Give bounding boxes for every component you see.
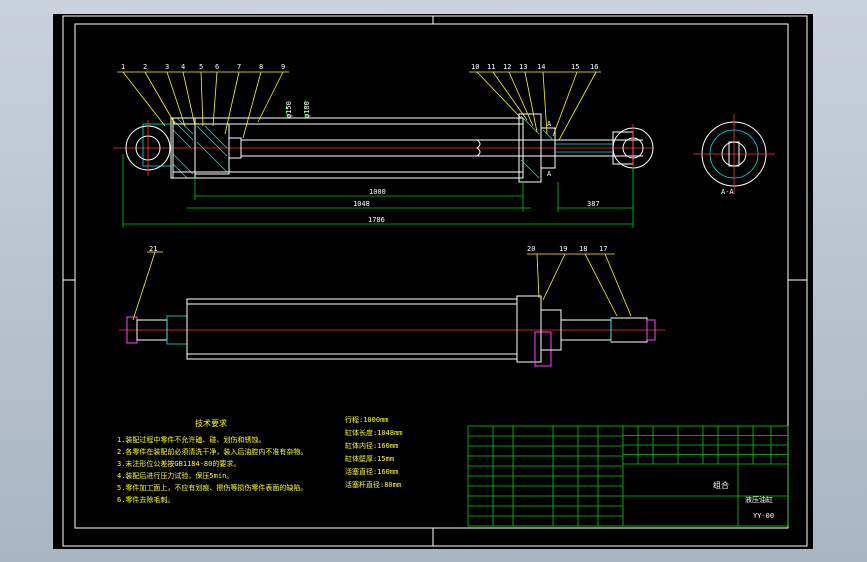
dim-dia-150: φ150 [285, 101, 293, 118]
callout-11: 11 [487, 63, 495, 71]
dim-1786: 1786 [368, 216, 385, 224]
outer-border [62, 15, 808, 547]
section-label: A-A [721, 188, 734, 196]
callout-12: 12 [503, 63, 511, 71]
callout-6: 6 [215, 63, 219, 71]
tech-line: 3.未注形位公差按GB1184-80的要求。 [117, 459, 240, 468]
callout-10: 10 [471, 63, 479, 71]
tech-title: 技术要求 [195, 418, 227, 428]
callout-7: 7 [237, 63, 241, 71]
callout-18: 18 [579, 245, 587, 253]
assembly-label: 组合 [713, 480, 729, 490]
bottom-view: 21 20 19 18 17 [119, 245, 665, 367]
drawing-code: YY-00 [753, 512, 774, 520]
dim-dia-180: φ180 [303, 101, 311, 118]
top-view: A A [113, 113, 654, 183]
param-line: 行程:1000mm [345, 415, 389, 424]
dim-1000: 1000 [369, 188, 386, 196]
callout-1: 1 [121, 63, 125, 71]
top-dimensions: 1000 1048 1786 387 φ150 φ180 [122, 100, 634, 228]
callout-3: 3 [165, 63, 169, 71]
callout-2: 2 [143, 63, 147, 71]
param-line: 活塞杆直径:80mm [345, 480, 401, 489]
title-block: 组合 液压油缸 YY-00 [467, 425, 789, 527]
tech-line: 6.零件去除毛刺。 [117, 495, 174, 504]
tech-line: 1.装配过程中零件不允许磕、碰、划伤和锈蚀。 [117, 435, 265, 444]
callout-21: 21 [149, 245, 157, 253]
callout-17: 17 [599, 245, 607, 253]
param-line: 缸体壁厚:15mm [345, 454, 394, 463]
callout-16: 16 [590, 63, 598, 71]
callout-20: 20 [527, 245, 535, 253]
tech-line: 4.装配后进行压力试验，保压5min。 [117, 471, 233, 480]
section-mark-bottom: A [547, 170, 552, 178]
callout-19: 19 [559, 245, 567, 253]
drawing-name: 液压油缸 [745, 495, 773, 504]
callout-13: 13 [519, 63, 527, 71]
inner-border [74, 23, 789, 529]
param-line: 活塞直径:160mm [345, 467, 398, 476]
callout-4: 4 [181, 63, 185, 71]
param-line: 缸体内径:160mm [345, 441, 398, 450]
parameters: 行程:1000mm 缸体长度:1048mm 缸体内径:160mm 缸体壁厚:15mm 活… [345, 415, 403, 489]
tech-line: 5.零件加工面上，不应有划痕、擦伤等损伤零件表面的缺陷。 [117, 483, 307, 492]
callout-5: 5 [199, 63, 203, 71]
callout-15: 15 [571, 63, 579, 71]
param-line: 缸体长度:1048mm [345, 428, 403, 437]
callout-8: 8 [259, 63, 263, 71]
tech-line: 2.各零件在装配前必须清洗干净，装入后油腔内不准有杂物。 [117, 447, 307, 456]
callout-9: 9 [281, 63, 285, 71]
tech-requirements: 技术要求 1.装配过程中零件不允许磕、碰、划伤和锈蚀。 2.各零件在装配前必须清洗… [117, 418, 307, 504]
section-a-a: A-A [693, 114, 775, 196]
dim-387: 387 [587, 200, 600, 208]
callout-14: 14 [537, 63, 545, 71]
section-mark-top: A [547, 120, 552, 128]
dim-1048: 1048 [353, 200, 370, 208]
